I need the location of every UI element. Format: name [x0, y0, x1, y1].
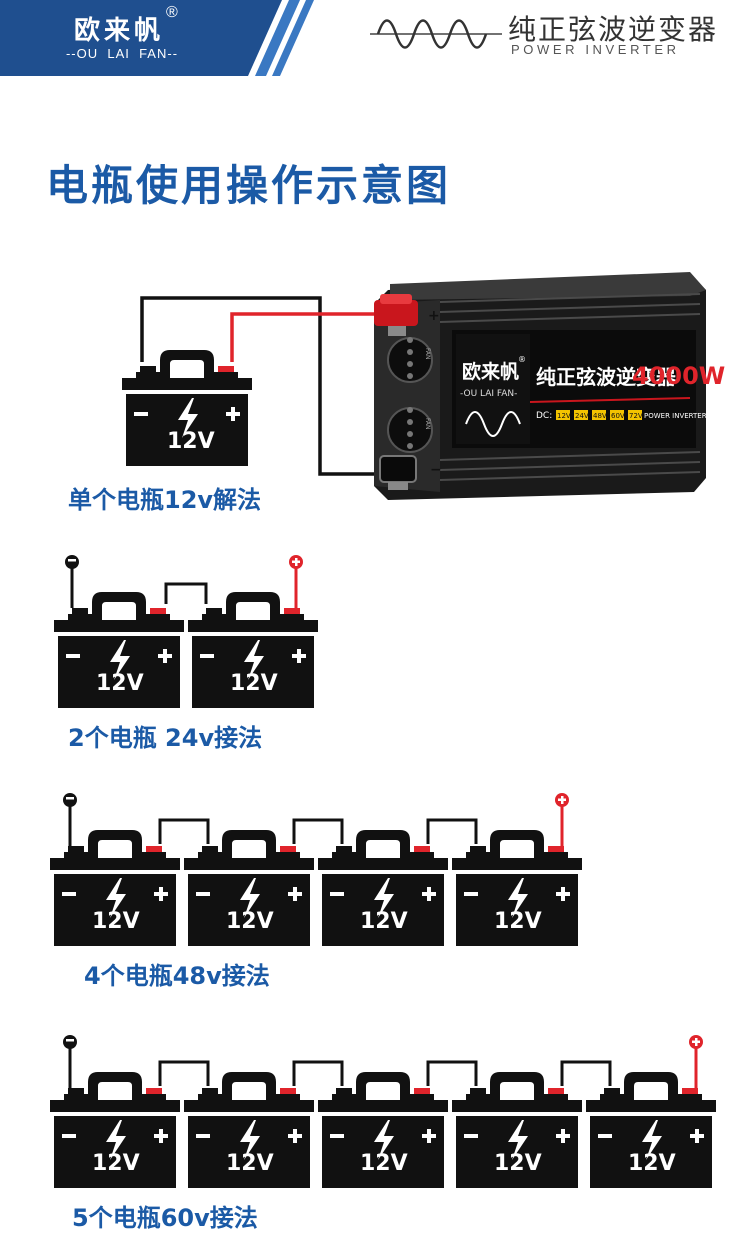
dc-option: 72V [629, 412, 643, 420]
battery-voltage-label: 12V [360, 909, 408, 934]
header-banner [0, 0, 314, 76]
inverter-terminal-plus: + [428, 308, 440, 324]
brand-registered-mark: ® [166, 4, 178, 21]
inverter-output-label: POWER INVERTER AC220V [644, 412, 737, 420]
header-subtitle: POWER INVERTER [511, 42, 680, 57]
inverter-brand-registered: ® [518, 355, 526, 364]
wire-red-positive [230, 312, 385, 362]
brand-subtitle: --OU LAI FAN-- [65, 46, 179, 61]
diagram-four-batteries: 12V 12V 12V 12V [50, 793, 582, 946]
inverter-brand-sub: -OU LAI FAN- [460, 389, 517, 399]
header-title: 纯正弦波逆变器 [508, 13, 719, 46]
page-title: 电瓶使用操作示意图 [46, 161, 452, 210]
diagram-two-batteries: 12V 12V [54, 555, 318, 708]
inverter-title: 纯正弦波逆变器 [536, 365, 677, 389]
header: 欧来帆 ® --OU LAI FAN-- 纯正弦波逆变器 POWER INVER… [0, 0, 750, 76]
dc-option: 48V [593, 412, 607, 420]
battery-voltage-label: 12V [92, 1151, 140, 1176]
battery-voltage-label: 12V [628, 1151, 676, 1176]
inverter-power: 4000W [632, 362, 725, 390]
caption-two-batteries: 2个电瓶 24v接法 [68, 724, 263, 752]
sine-wave-icon [370, 19, 502, 49]
battery-voltage-label: 12V [226, 1151, 274, 1176]
inverter-dc-label: DC: [536, 411, 552, 421]
fan-label: FAN [424, 418, 431, 430]
dc-option: 12V [557, 412, 571, 420]
inverter-brand: 欧来帆 [462, 360, 519, 383]
battery-voltage-label: 12V [167, 429, 215, 454]
battery-voltage-label: 12V [360, 1151, 408, 1176]
diagram-single-battery: 欧来帆 ® -OU LAI FAN- 纯正弦波逆变器 4000W DC: 12V… [122, 272, 737, 500]
fan-label: FAN [424, 348, 431, 360]
inverter-dc-options: 12V 24V 48V 60V 72V [556, 410, 643, 420]
battery-voltage-label: 12V [92, 909, 140, 934]
caption-single-battery: 单个电瓶12v解法 [68, 486, 262, 514]
wire-black-negative [140, 296, 380, 476]
inverter: 欧来帆 ® -OU LAI FAN- 纯正弦波逆变器 4000W DC: 12V… [374, 272, 737, 500]
battery-voltage-label: 12V [226, 909, 274, 934]
inverter-terminal-minus: − [430, 462, 442, 478]
dc-option: 60V [611, 412, 625, 420]
battery-voltage-label: 12V [494, 909, 542, 934]
brand-name: 欧来帆 [73, 16, 164, 46]
battery-voltage-label: 12V [230, 671, 278, 696]
caption-four-batteries: 4个电瓶48v接法 [84, 962, 270, 990]
dc-option: 24V [575, 412, 589, 420]
caption-five-batteries: 5个电瓶60v接法 [72, 1204, 258, 1232]
battery-voltage-label: 12V [494, 1151, 542, 1176]
diagram-five-batteries: 12V 12V 12V 12V 12V [50, 1035, 716, 1188]
battery-voltage-label: 12V [96, 671, 144, 696]
